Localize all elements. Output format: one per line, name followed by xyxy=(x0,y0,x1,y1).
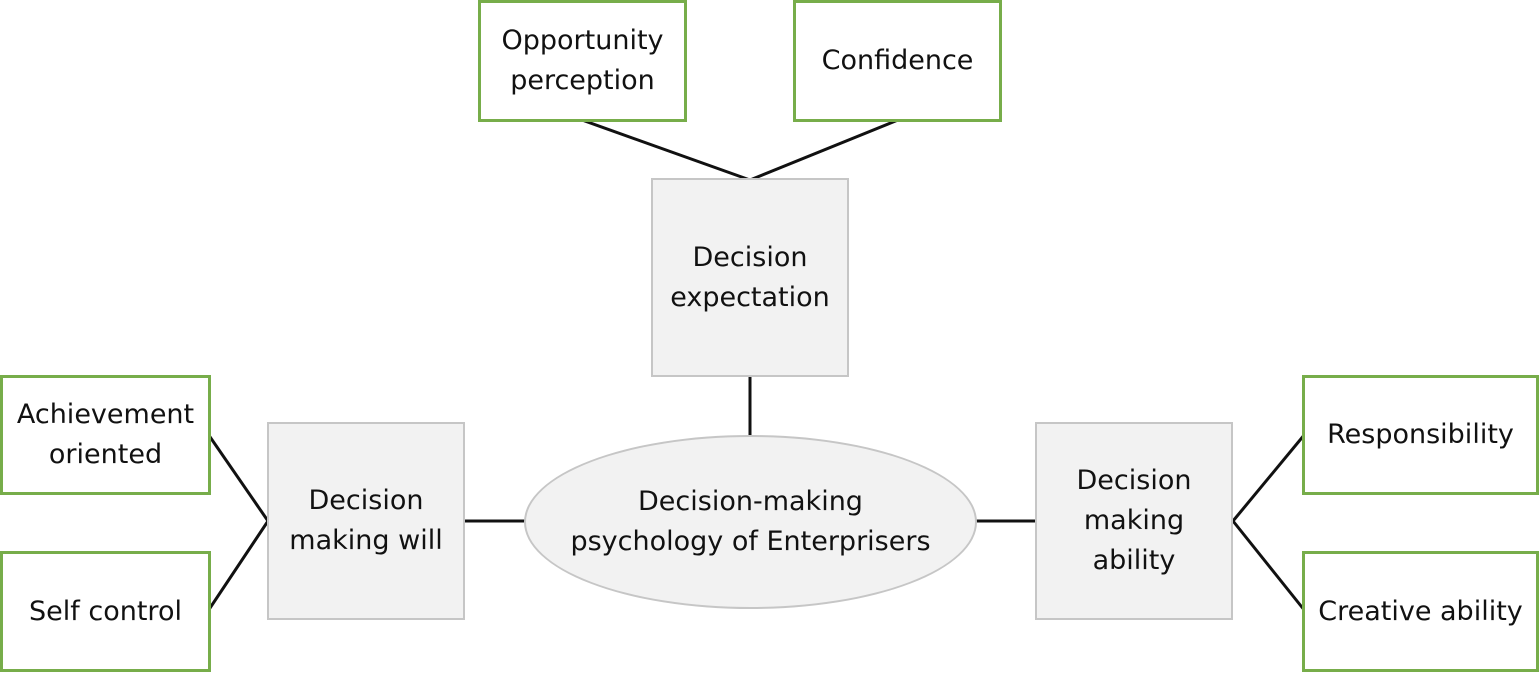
self-control-label: Self control xyxy=(29,595,182,627)
self-control-node: Self control xyxy=(0,551,211,672)
achievement-oriented-label: Achievement oriented xyxy=(16,399,195,470)
connector-achievement-to-will xyxy=(206,433,270,522)
connector-ability-to-creative xyxy=(1231,520,1307,612)
responsibility-node: Responsibility xyxy=(1302,375,1539,495)
decision-making-will-node: Decision making will xyxy=(267,422,465,620)
center-node: Decision-making psychology of Enterprise… xyxy=(524,435,977,609)
decision-expectation-label: Decision expectation xyxy=(670,241,830,313)
decision-making-ability-node: Decision making ability xyxy=(1035,422,1233,620)
decision-expectation-node: Decision expectation xyxy=(651,178,849,377)
connector-confidence-to-expectation xyxy=(749,118,899,182)
connector-selfcontrol-to-will xyxy=(206,520,270,612)
connector-ability-to-responsibility xyxy=(1231,433,1307,522)
decision-making-will-label: Decision making will xyxy=(289,485,443,556)
center-label: Decision-making psychology of Enterprise… xyxy=(570,486,931,557)
confidence-node: Confidence xyxy=(793,0,1002,122)
creative-ability-node: Creative ability xyxy=(1302,551,1539,672)
achievement-oriented-node: Achievement oriented xyxy=(0,375,211,495)
opportunity-perception-node: Opportunity perception xyxy=(478,0,687,122)
creative-ability-label: Creative ability xyxy=(1318,595,1523,627)
responsibility-label: Responsibility xyxy=(1327,419,1514,450)
decision-making-ability-label: Decision making ability xyxy=(1076,465,1192,576)
confidence-label: Confidence xyxy=(821,45,974,76)
connector-opportunity-to-expectation xyxy=(581,118,751,182)
opportunity-perception-label: Opportunity perception xyxy=(501,25,664,96)
